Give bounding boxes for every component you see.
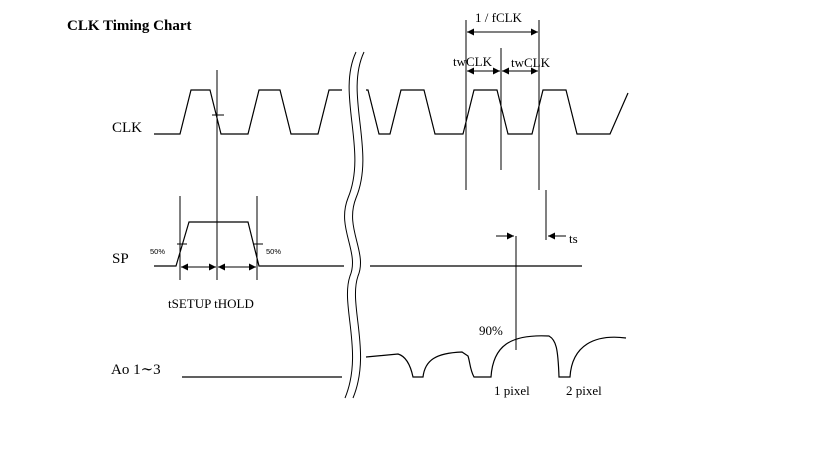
break-symbol-right xyxy=(352,51,365,399)
ao-label: Ao 1∼3 xyxy=(111,362,161,378)
chart-title: CLK Timing Chart xyxy=(67,18,191,34)
ao-90pct-label: 90% xyxy=(479,323,503,338)
ao-waveform xyxy=(182,335,627,378)
sp-50pct-right: 50% xyxy=(266,247,281,256)
ts-label: ts xyxy=(569,231,578,246)
twclk-right-label: twCLK xyxy=(511,55,551,70)
pixel-2-label: 2 pixel xyxy=(566,383,602,398)
clk-waveform xyxy=(154,89,629,135)
pixel-1-label: 1 pixel xyxy=(494,383,530,398)
period-label: 1 / fCLK xyxy=(475,10,523,25)
sp-50pct-left: 50% xyxy=(150,247,165,256)
sp-waveform xyxy=(154,221,582,267)
twclk-left-label: twCLK xyxy=(453,54,493,69)
setup-hold-label: tSETUP tHOLD xyxy=(168,296,254,311)
clk-label: CLK xyxy=(112,120,142,136)
sp-label: SP xyxy=(112,251,129,267)
break-symbol-left xyxy=(344,51,357,399)
reference-lines xyxy=(179,20,547,350)
